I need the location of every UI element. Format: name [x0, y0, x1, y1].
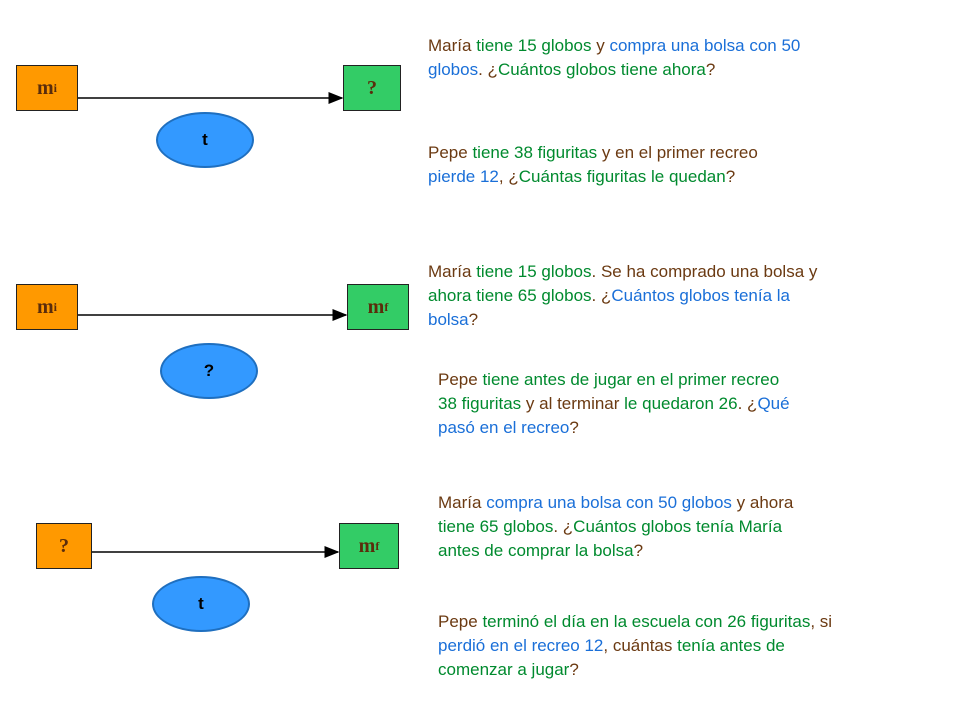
problem-6-segment: , si [810, 612, 833, 631]
diagram-2-end-sub: f [384, 299, 389, 314]
problem-3-segment: Cuántos globos tenía la bolsa [428, 286, 790, 329]
problem-2-segment: Pepe [428, 143, 473, 162]
problem-2-segment: , ¿ [498, 167, 519, 186]
problem-6-segment: perdió en el recreo 12 [438, 636, 604, 655]
problem-4-segment: Qué pasó en el recreo [438, 394, 790, 437]
problem-1: María tiene 15 globos y compra una bolsa… [428, 34, 828, 82]
problem-5-segment: tiene 65 globos [438, 517, 554, 536]
problem-5-segment: y ahora [731, 493, 794, 512]
problem-1-segment: Cuántos globos tiene ahora [497, 60, 706, 79]
diagram-3-transform-label: t [198, 594, 204, 613]
problem-5-segment: . ¿ [553, 517, 574, 536]
diagram-1-transform-label: t [202, 130, 208, 149]
problem-2-segment: y en el primer recreo [597, 143, 758, 162]
problem-1-segment: María [428, 36, 477, 55]
diagram-1-end-box: ? [343, 65, 401, 111]
problem-3-segment: . ¿ [591, 286, 612, 305]
problem-2-segment: ? [725, 167, 736, 186]
problem-2: Pepe tiene 38 figuritas y en el primer r… [428, 141, 788, 189]
diagram-2-end-label: m [367, 295, 385, 318]
problem-1-segment: y [591, 36, 610, 55]
problem-4-segment: ? [569, 418, 579, 437]
problem-4: Pepe tiene antes de jugar en el primer r… [438, 368, 798, 440]
problem-1-segment: tiene 15 globos [476, 36, 592, 55]
problem-4-segment: le quedaron 26 [624, 394, 738, 413]
problem-5-segment: ? [633, 541, 644, 560]
diagram-1-start-sub: i [53, 80, 57, 95]
problem-4-segment: y al terminar [521, 394, 625, 413]
problem-6-segment: ? [569, 660, 579, 679]
problem-3: María tiene 15 globos. Se ha comprado un… [428, 260, 838, 332]
problem-3-segment: María [428, 262, 477, 281]
problem-3-segment: ahora tiene 65 globos [428, 286, 592, 305]
diagram-2-start-label: m [36, 295, 54, 318]
diagram-2-transform-ellipse: ? [160, 343, 258, 399]
problem-2-segment: Cuántas figuritas le quedan [518, 167, 726, 186]
diagram-3-transform-ellipse: t [152, 576, 250, 632]
diagram-3-start-label: ? [59, 534, 69, 557]
diagram-1-start-label: m [36, 76, 54, 99]
problem-3-segment: . Se ha comprado una bolsa y [591, 262, 818, 281]
problem-4-segment: Pepe [438, 370, 483, 389]
problem-2-segment: pierde 12 [428, 167, 499, 186]
diagram-3-end-label: m [358, 534, 376, 557]
problem-2-segment: tiene 38 figuritas [472, 143, 598, 162]
problem-5-segment: compra una bolsa con 50 globos [486, 493, 732, 512]
problem-6-segment: tenía antes de comenzar a jugar [438, 636, 785, 679]
diagram-3-end-sub: f [375, 538, 380, 553]
diagram-1-transform-ellipse: t [156, 112, 254, 168]
problem-4-segment: tiene antes de jugar en el primer recreo… [438, 370, 780, 413]
problem-1-segment: compra una bolsa con 50 globos [428, 36, 801, 79]
problem-6-segment: , cuántas [603, 636, 678, 655]
problem-3-segment: ? [468, 310, 479, 329]
problem-4-segment: . ¿ [737, 394, 758, 413]
problem-5-segment: Cuántos globos tenía María antes de comp… [438, 517, 783, 560]
diagram-3-start-box: ? [36, 523, 92, 569]
problem-5-segment: María [438, 493, 487, 512]
problem-3-segment: tiene 15 globos [476, 262, 592, 281]
problem-6-segment: Pepe [438, 612, 483, 631]
diagram-2-start-sub: i [53, 299, 57, 314]
diagram-1-end-label: ? [367, 76, 377, 99]
problem-1-segment: ? [705, 60, 716, 79]
problem-6: Pepe terminó el día en la escuela con 26… [438, 610, 838, 682]
problem-6-segment: terminó el día en la escuela con 26 figu… [482, 612, 811, 631]
problem-1-segment: . ¿ [478, 60, 498, 79]
problem-5: María compra una bolsa con 50 globos y a… [438, 491, 828, 563]
diagram-2-transform-label: ? [203, 361, 215, 380]
